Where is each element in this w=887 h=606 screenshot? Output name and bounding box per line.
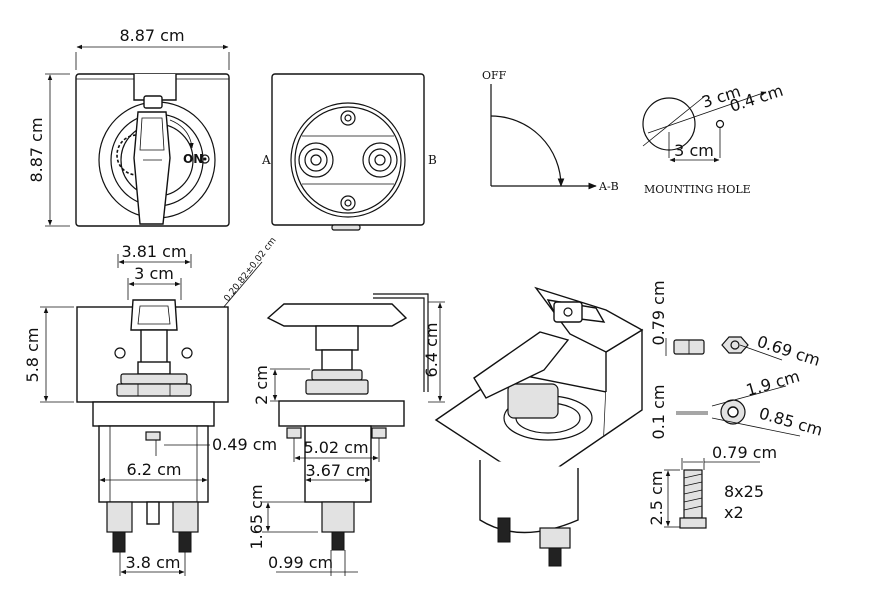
dim-shaft-height: 2 cm <box>252 365 271 405</box>
dim-plate-height: 5.8 cm <box>23 328 42 383</box>
side-b-label: B <box>428 153 437 167</box>
side-a-label: A <box>261 153 271 167</box>
dim-width-top: 8.87 cm <box>119 26 184 45</box>
ab-label: A-B <box>598 180 619 193</box>
dim-side-inner: 3.67 cm <box>305 461 370 480</box>
dim-bolt-span: 3.81 cm <box>121 242 186 261</box>
mounting-hole: 3 cm 0.4 cm 3 cm MOUNTING HOLE <box>642 81 785 196</box>
dim-side-outer: 5.02 cm <box>303 438 368 457</box>
dim-terminal-span: 3.8 cm <box>126 553 181 572</box>
front-elevation: 3.81 cm 3 cm 0.20.82±0.02 cm 5.8 cm <box>23 236 279 576</box>
isometric-view <box>434 286 644 567</box>
off-label: OFF <box>482 69 507 82</box>
dim-mount-offset: 3 cm <box>674 141 714 160</box>
dim-bolt-inner: 3 cm <box>134 264 174 283</box>
dim-nut-gap: 0.49 cm <box>212 435 277 454</box>
screw-spec: 8x25 <box>724 482 764 501</box>
dim-washer-outer: 1.9 cm <box>744 366 802 399</box>
dim-height-left: 8.87 cm <box>27 117 46 182</box>
rotation-diagram: OFF A-B <box>482 69 619 193</box>
back-view: A B <box>261 73 437 231</box>
dim-washer-thick: 0.1 cm <box>649 385 668 440</box>
front-view: 8.87 cm 8.87 cm ON <box>27 26 230 227</box>
screw-qty: x2 <box>724 503 744 522</box>
on-label: ON <box>183 152 203 166</box>
dim-screw-length: 2.5 cm <box>647 471 666 526</box>
dim-screw-head: 0.79 cm <box>712 443 777 462</box>
hardware: 0.79 cm 0.69 cm 0.1 cm 1.9 cm 0.85 cm 0.… <box>647 280 825 529</box>
dim-nut-height: 0.79 cm <box>649 280 668 345</box>
dim-nut-dia: 0.69 cm <box>755 332 823 370</box>
side-elevation: 6.4 cm 2 cm 5.02 cm 3.67 cm 1.65 cm 0.99… <box>247 293 445 576</box>
dim-terminal-height: 1.65 cm <box>247 484 266 549</box>
mounting-hole-label: MOUNTING HOLE <box>644 183 751 196</box>
dim-terminal-width: 0.99 cm <box>268 553 333 572</box>
dim-body-width: 6.2 cm <box>127 460 182 479</box>
dim-hole-tol: 0.20.82±0.02 cm <box>222 236 278 304</box>
dim-handle-height: 6.4 cm <box>422 323 441 378</box>
